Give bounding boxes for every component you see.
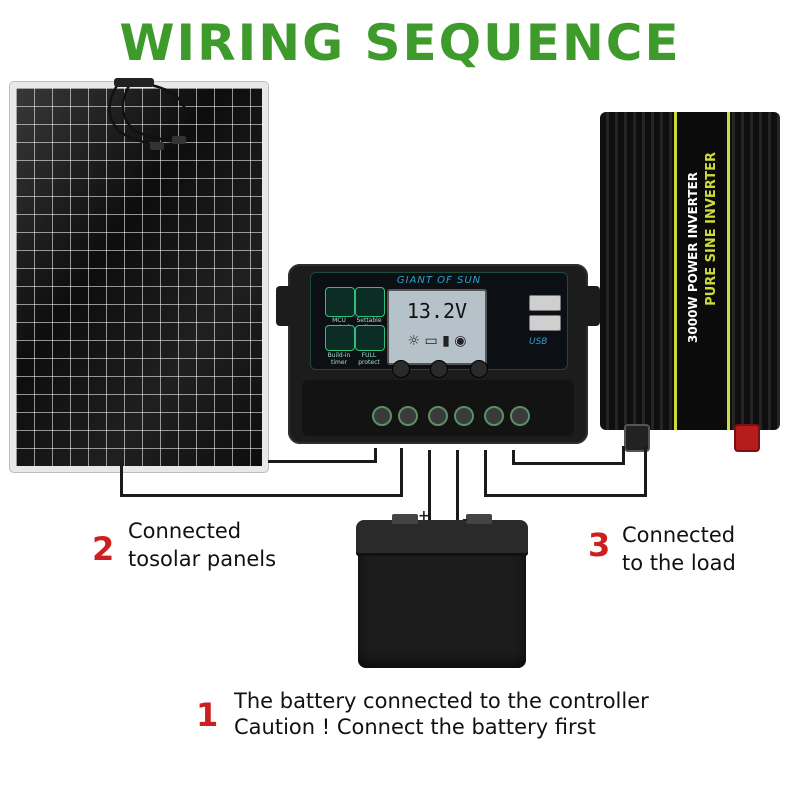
battery (356, 514, 528, 668)
terminal-pv-minus (398, 406, 418, 426)
charge-controller: GIANT OF SUN MCU control Settable voltag… (276, 264, 600, 444)
wire-battery-plus (428, 450, 431, 536)
terminal-bat-minus (454, 406, 474, 426)
battery-terminal-plus (392, 514, 418, 524)
step-3-line-2: to the load (622, 551, 736, 575)
controller-face: GIANT OF SUN MCU control Settable voltag… (310, 272, 568, 370)
wire-load-top-riser (622, 446, 625, 465)
inverter-type-text: PURE SINE INVERTER (704, 152, 719, 306)
wire-load-riser (644, 446, 647, 497)
lcd-voltage: 13.2V (406, 299, 468, 323)
inverter-label-plate (674, 112, 730, 430)
solar-cell-grid (16, 88, 262, 466)
panel-glare (16, 88, 262, 466)
controller-brand: GIANT OF SUN (396, 275, 482, 286)
wire-load-minus (512, 450, 515, 464)
tile-label-protect: FULL protect (358, 352, 380, 366)
mount-tab-right (584, 286, 600, 326)
page-title: WIRING SEQUENCE (119, 14, 681, 72)
wire-load-plus (484, 450, 487, 496)
solar-panel (10, 82, 268, 472)
down-button (470, 360, 488, 378)
step-1-number: 1 (196, 696, 219, 734)
usb-port-2 (529, 315, 561, 331)
usb-label: USB (529, 337, 548, 347)
battery-plus-sign: + (418, 508, 430, 524)
lcd-display: 13.2V ☼ ▭ ▮ ◉ (387, 289, 487, 365)
menu-button (392, 360, 410, 378)
step-3-number: 3 (588, 526, 611, 564)
panel-cables-icon (108, 78, 189, 150)
wire-battery-minus (456, 450, 459, 520)
lcd-status-icons: ☼ ▭ ▮ ◉ (407, 333, 467, 349)
wire-pv-minus (400, 448, 403, 497)
usb-port-1 (529, 295, 561, 311)
tile-label-timer: Build-in timer (327, 352, 351, 366)
inverter-positive-post (734, 424, 760, 452)
terminal-load-minus (510, 406, 530, 426)
inverter-model-text: 3000W POWER INVERTER (686, 172, 700, 343)
step-2-line-1: Connected (128, 519, 242, 543)
mcu-icon (325, 287, 355, 317)
terminal-load-plus (484, 406, 504, 426)
terminal-pv-plus (372, 406, 392, 426)
lock-icon (355, 325, 385, 351)
battery-minus-sign: - (462, 512, 468, 528)
step-2-number: 2 (92, 530, 115, 568)
step-3-line-1: Connected (622, 523, 736, 547)
wire-load-bottom (484, 494, 646, 497)
wire-panel-top (268, 460, 376, 463)
battery-terminal-minus (466, 514, 492, 524)
wire-panel-bottom (120, 494, 403, 497)
mount-tab-left (276, 286, 292, 326)
step-1-line-1: The battery connected to the controller (234, 689, 649, 713)
step-1-line-2: Caution ! Connect the battery first (234, 715, 596, 739)
terminal-bat-plus (428, 406, 448, 426)
gear-icon (355, 287, 385, 317)
battery-lid (356, 520, 528, 556)
step-2-line-2: tosolar panels (128, 547, 277, 571)
clock-icon (325, 325, 355, 351)
wire-pv-plus (374, 448, 377, 463)
up-button (430, 360, 448, 378)
terminal-block (302, 380, 574, 436)
wire-panel-down-left (120, 460, 123, 496)
power-inverter: 3000W POWER INVERTER PURE SINE INVERTER (600, 112, 780, 430)
wire-load-top (512, 462, 624, 465)
